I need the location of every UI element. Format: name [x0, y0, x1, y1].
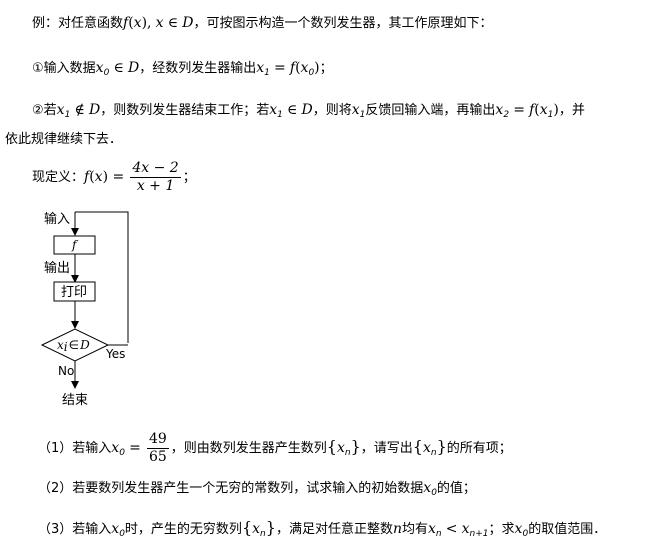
svg-text:f: f — [71, 238, 79, 252]
step1-line: ①输入数据x0 ∈ D，经数列发生器输出x1 = f(x0)； — [32, 60, 333, 78]
intro-func: f — [123, 15, 129, 31]
flow-output-label: 输出 — [44, 260, 70, 276]
flow-input-label: 输入 — [44, 211, 70, 227]
flow-no-label: No — [58, 364, 74, 378]
definition-line: 现定义：f(x) = 4x − 2 x + 1 ； — [32, 160, 196, 194]
svg-text:打印: 打印 — [61, 285, 87, 300]
flow-yes-label: Yes — [105, 347, 125, 361]
flow-end-label: 结束 — [62, 393, 88, 408]
intro-line: 例：对任意函数f(x), x ∈ D，可按图示构造一个数列发生器，其工作原理如下… — [32, 15, 493, 31]
intro-rest: ，可按图示构造一个数列发生器，其工作原理如下： — [193, 16, 493, 31]
flow-condition: xi∈D — [57, 338, 90, 354]
flow-feedback-line — [75, 211, 129, 343]
intro-lead: 例：对任意函数 — [32, 16, 124, 31]
question-2: （2）若要数列发生器产生一个无穷的常数列，试求输入的初始数据x0的值； — [38, 480, 476, 498]
question-3: （3）若输入x0时，产生的无穷数列{xn}，满足对任意正整数n均有xn < xn… — [38, 518, 607, 539]
step2-line: ②若x1 ∉ D，则数列发生器结束工作；若x1 ∈ D，则将x1反馈回输入端，再… — [32, 102, 585, 120]
question-1: （1）若输入x0 = 49 65 ，则由数列发生器产生数列{xn}，请写出{xn… — [38, 431, 512, 465]
step2-line-2: 依此规律继续下去． — [5, 132, 123, 147]
q1-fraction: 49 65 — [146, 431, 169, 465]
definition-fraction: 4x − 2 x + 1 — [130, 160, 181, 194]
